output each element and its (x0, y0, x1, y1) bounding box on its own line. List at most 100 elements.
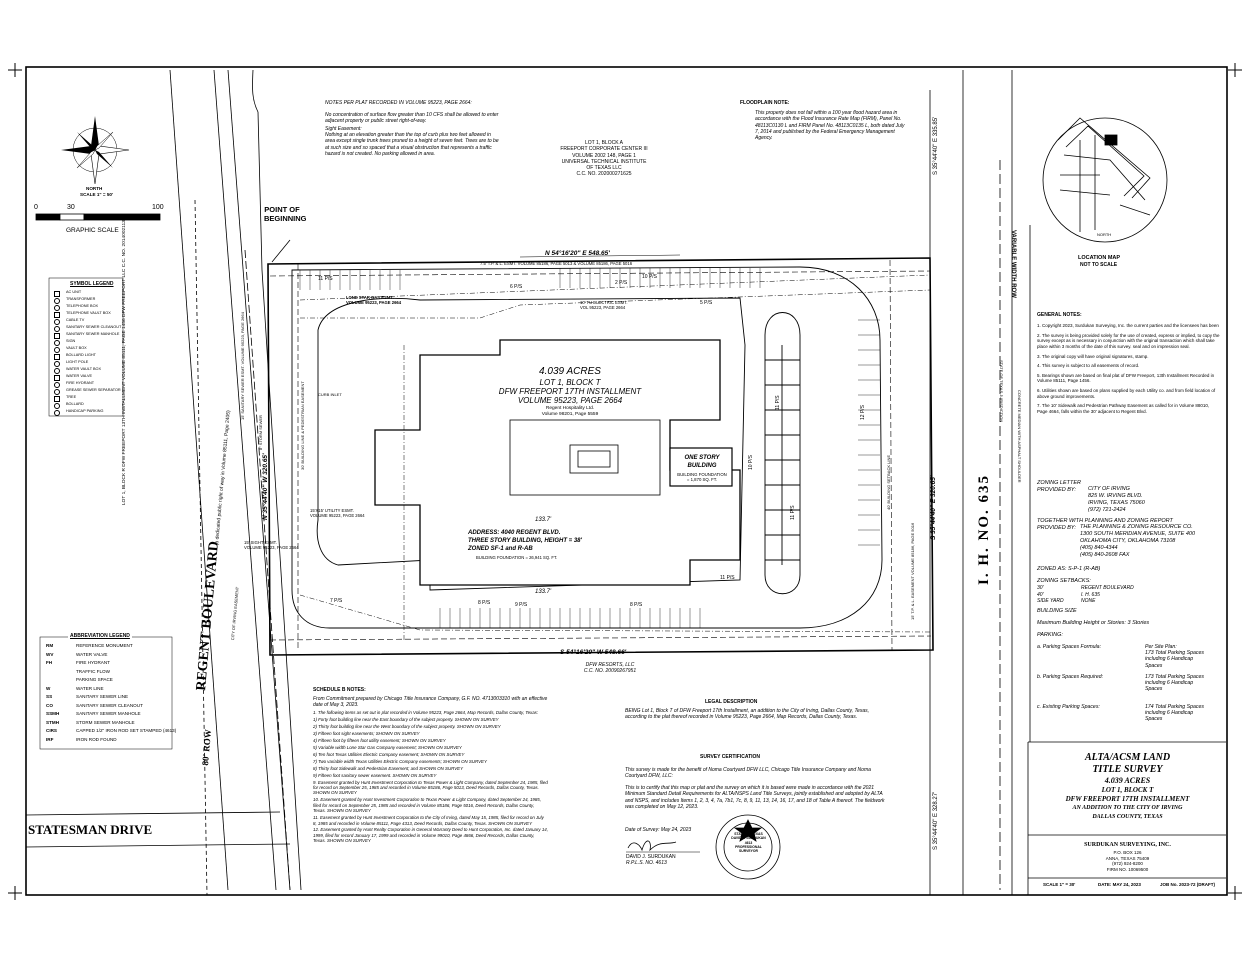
symbol-legend-item: LIGHT POLE (52, 360, 122, 367)
floodplain-body: This property does not fall within a 100… (755, 110, 905, 141)
symbol-legend-label: WATER VALVE (66, 374, 93, 378)
setback-distance: SIDE YARD (1037, 598, 1064, 604)
legend-symbol-icon (54, 319, 60, 325)
statesman-drive-label: STATESMAN DRIVE (28, 822, 153, 837)
symbol-legend-item: WATER VALVE (52, 374, 122, 381)
site-building: THREE STORY BUILDING, HEIGHT = 38' (468, 538, 582, 544)
legal-body: BEING Lot 1, Block T of DFW Freeport 17t… (625, 708, 869, 721)
schedule-b-item: 7) Two variable width Texas Utilities El… (313, 758, 487, 764)
legend-symbol-icon (54, 291, 60, 297)
zoning-letter-label: ZONING LETTER PROVIDED BY: (1037, 480, 1082, 493)
zoning-setbacks-title: ZONING SETBACKS: (1037, 578, 1091, 584)
abbrev-legend-title: ABBREVIATION LEGEND (68, 633, 132, 640)
site-install: DFW FREEPORT 17TH INSTALLMENT (498, 387, 642, 396)
schedule-b-item: 4) Fifteen foot by fifteen foot utility … (313, 737, 446, 743)
general-note-item: 4. This survey is subject to all easemen… (1037, 363, 1140, 369)
parking-label: 7 P/S (330, 598, 343, 604)
easement-bldg-line-w: 30' BUILDING LINE & PEDESTRIAN EASEMENT (300, 381, 305, 470)
schedule-b-title: SCHEDULE B NOTES: (313, 687, 366, 693)
general-notes-list: 1. Copyright 2023, Surdukan Surveying, I… (1037, 323, 1220, 419)
statesman-drive-lines (25, 811, 291, 848)
setback-distance: 40' (1037, 591, 1044, 598)
title-block-lines (1027, 225, 1226, 895)
symbol-legend-item: BOLLARD (52, 402, 122, 409)
dimension-1: 133.7' (535, 517, 552, 523)
legend-symbol-icon (54, 368, 60, 374)
legend-symbol-icon (54, 389, 60, 395)
title-line-7: DALLAS COUNTY, TEXAS (1092, 814, 1163, 820)
footer-scale: SCALE 1" = 30' (1043, 882, 1076, 887)
sight-easement-title: Sight Easement: (325, 126, 362, 132)
parking-label: 9 P/S (515, 602, 528, 608)
parking-label: 11 P/S (790, 505, 796, 520)
location-map-title: LOCATION MAP (1078, 255, 1121, 261)
setback-street: I. H. 635 (1081, 591, 1100, 598)
abbrev-code: STMH (46, 719, 60, 725)
sight-easement-body: Nothing at an elevation greater than the… (325, 132, 499, 157)
legend-symbol-icon (54, 375, 60, 381)
corner-marks (8, 63, 1242, 900)
abbrev-meaning: SANITARY SEWER LINE (76, 694, 129, 699)
seal-text: STATE OF TEXAS DAVID J. SURDUKAN 4613 PR… (731, 832, 766, 853)
legend-symbol-icon (54, 326, 60, 332)
symbol-legend-label: SANITARY SEWER MANHOLE (66, 332, 120, 336)
lot-a-block: LOT 1, BLOCK A FREEPORT CORPORATE CENTER… (560, 140, 648, 178)
symbol-legend-item: TREE (52, 395, 122, 402)
easement-lone-star: LONE STAR GAS ESMT. VOLUME 95223, PAGE 2… (346, 295, 402, 306)
parking-row-value: Per Site Plan: 173 Total Parking Spaces … (1145, 644, 1204, 669)
easement-top: 7.5' T.P. & L. ESMT. VOLUME 85186, PAGE … (480, 261, 633, 266)
setback-distance: 30' (1037, 585, 1044, 591)
north-bearing: N 54°16'20" E 548.65' (545, 250, 610, 257)
legend-symbol-icon (54, 305, 60, 311)
parking-list: a. Parking Spaces Formula:Per Site Plan:… (1037, 644, 1222, 734)
symbol-legend-box (48, 277, 124, 417)
certification-title: SURVEY CERTIFICATION (700, 754, 761, 760)
certification-body-1: This survey is made for the benefit of N… (625, 767, 871, 780)
west-lot-block: LOT 1, BLOCK R DFW FREEPORT 13TH INSTALL… (122, 214, 127, 505)
symbol-legend-label: TELEPHONE BOX (66, 304, 99, 308)
max-height: Maximum Building Height or Stories: 3 St… (1037, 620, 1150, 626)
parking-label: 10 P/S (748, 454, 754, 470)
setback-street: REGENT BOULEVARD (1081, 585, 1134, 591)
north-label: NORTH (86, 186, 103, 191)
variable-row-label: VARIABLE WIDTH ROW (1010, 230, 1016, 298)
title-line-3: 4.039 ACRES (1104, 776, 1151, 785)
sheet-border (25, 66, 1228, 896)
surveyor-name: DAVID J. SURDUKAN (626, 854, 676, 860)
point-of-beginning-label: POINT OF BEGINNING (264, 205, 307, 224)
parking-label: 11 P/S (720, 575, 735, 581)
easement-tu-electric: 10' TU ELECTRIC ESMT. VOL 95223, PAGE 26… (580, 300, 628, 311)
abbrev-meaning: REFERENCE MONUMENT (76, 643, 133, 648)
symbol-legend-item: SANITARY SEWER CLEANOUT (52, 325, 122, 332)
property-boundary (267, 257, 934, 656)
schedule-b-item: 1) Forty foot building line near the Eas… (313, 716, 499, 722)
floodplain-title: FLOODPLAIN NOTE: (740, 100, 790, 106)
firm-name: SURDUKAN SURVEYING, INC. (1084, 842, 1171, 848)
south-bearing: S 54°16'20" W 548.66' (560, 649, 627, 656)
east-bottom-bearing: S 35°44'40" E 328.27' (933, 791, 939, 850)
curb-inlet-label: CURB INLET (318, 392, 342, 397)
building-size-title: BUILDING SIZE (1037, 608, 1077, 614)
symbol-legend-label: TREE (66, 395, 77, 399)
symbol-legend-label: HANDICAP PARKING (66, 409, 104, 413)
graphic-scale-label: GRAPHIC SCALE (66, 227, 119, 234)
schedule-b-intro: From Commitment prepared by Chicago Titl… (313, 696, 548, 709)
scale-tick-0: 0 (34, 204, 38, 211)
symbol-legend-label: LIGHT POLE (66, 360, 89, 364)
symbol-legend-item: BOLLARD LIGHT (52, 353, 122, 360)
abbrev-code: W (46, 685, 51, 691)
schedule-b-item: 12. Easement granted by Hunt Realty Corp… (313, 827, 548, 844)
parking-label: 8 P/S (630, 602, 643, 608)
site-footprint: BUILDING FOUNDATION = 26,941 SQ. FT. (476, 555, 558, 560)
footer-date: DATE: MAY 24, 2023 (1098, 882, 1141, 887)
legend-symbol-icon (54, 333, 60, 339)
abbrev-code: WV (46, 651, 54, 657)
main-building-outline (374, 339, 741, 586)
